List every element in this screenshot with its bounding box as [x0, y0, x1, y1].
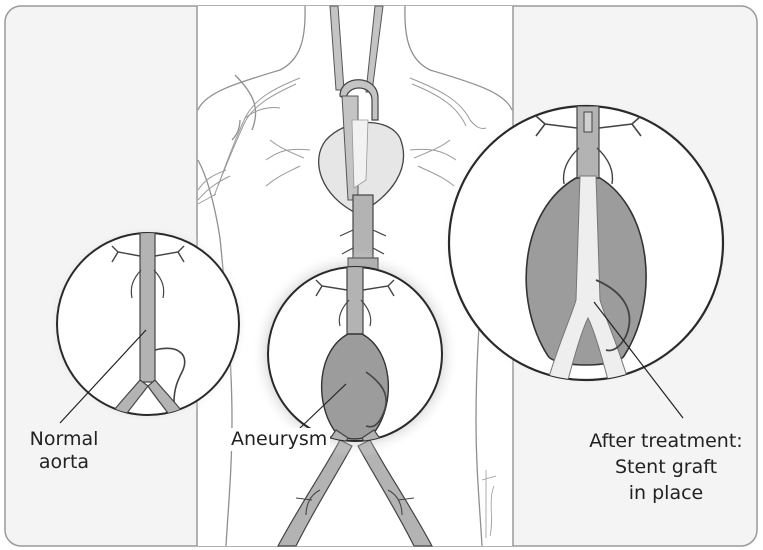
stent-graft-zoom-circle — [449, 106, 723, 380]
after-treatment-line-1: After treatment: — [578, 428, 754, 454]
after-treatment-line-2: Stent graft — [578, 454, 754, 480]
after-treatment-line-3: in place — [578, 480, 754, 506]
normal-aorta-label: Normal aorta — [24, 428, 104, 474]
normal-aorta-label-line-2: aorta — [24, 451, 104, 474]
aneurysm-label-text: Aneurysm — [231, 428, 327, 450]
after-treatment-label: After treatment: Stent graft in place — [578, 428, 754, 506]
aneurysm-label: Aneurysm — [228, 428, 330, 451]
normal-aorta-label-line-1: Normal — [24, 428, 104, 451]
